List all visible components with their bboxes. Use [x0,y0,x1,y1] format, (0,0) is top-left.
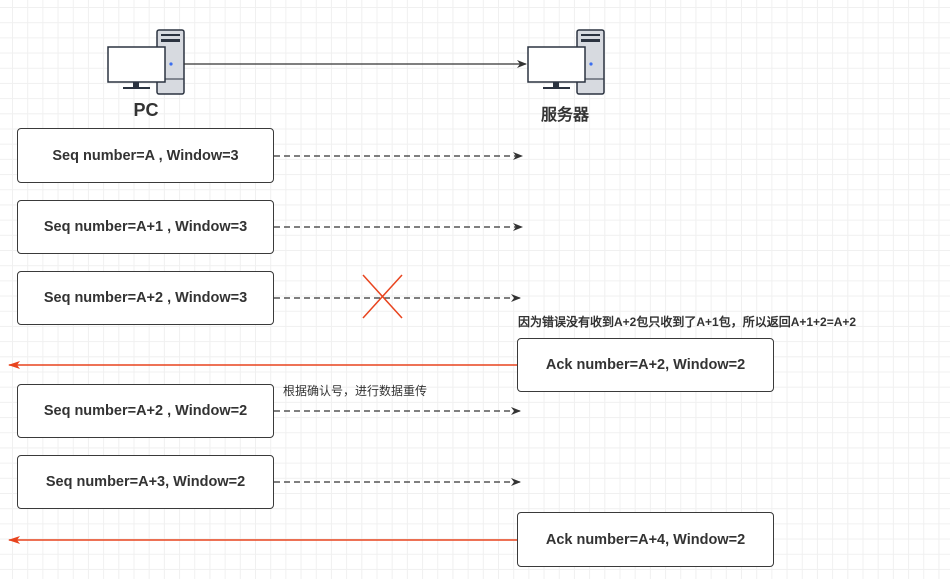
message-label: Ack number=A+2, Window=2 [545,357,746,373]
message-label: Seq number=A+2 , Window=3 [43,290,248,306]
pc-label: PC [133,100,159,120]
message-box-seq-a1[interactable]: Seq number=A+1 , Window=3 [17,200,274,254]
message-label: Seq number=A , Window=3 [52,147,239,164]
server-workstation-icon [527,29,605,95]
server-label: 服务器 [540,107,589,124]
message-label: Seq number=A+3, Window=2 [45,474,246,490]
message-box-seq-a[interactable]: Seq number=A , Window=3 [17,128,274,183]
packet-lost-x-icon [362,274,403,319]
pc-workstation-icon [107,29,185,95]
message-box-seq-a2[interactable]: Seq number=A+2 , Window=3 [17,271,274,325]
message-label: Seq number=A+2 , Window=2 [43,403,248,419]
retransmit-note: 根据确认号，进行数据重传 [283,384,428,398]
message-box-seq-a3[interactable]: Seq number=A+3, Window=2 [17,455,274,509]
message-label: Ack number=A+4, Window=2 [545,531,746,548]
message-box-ack-a4[interactable]: Ack number=A+4, Window=2 [517,512,774,567]
message-label: Seq number=A+1 , Window=3 [43,219,248,235]
message-box-ack-a2[interactable]: Ack number=A+2, Window=2 [517,338,774,392]
ack-reason-note: 因为错误没有收到A+2包只收到了A+1包，所以返回A+1+2=A+2 [518,315,857,329]
message-box-seq-a2-retransmit[interactable]: Seq number=A+2 , Window=2 [17,384,274,438]
